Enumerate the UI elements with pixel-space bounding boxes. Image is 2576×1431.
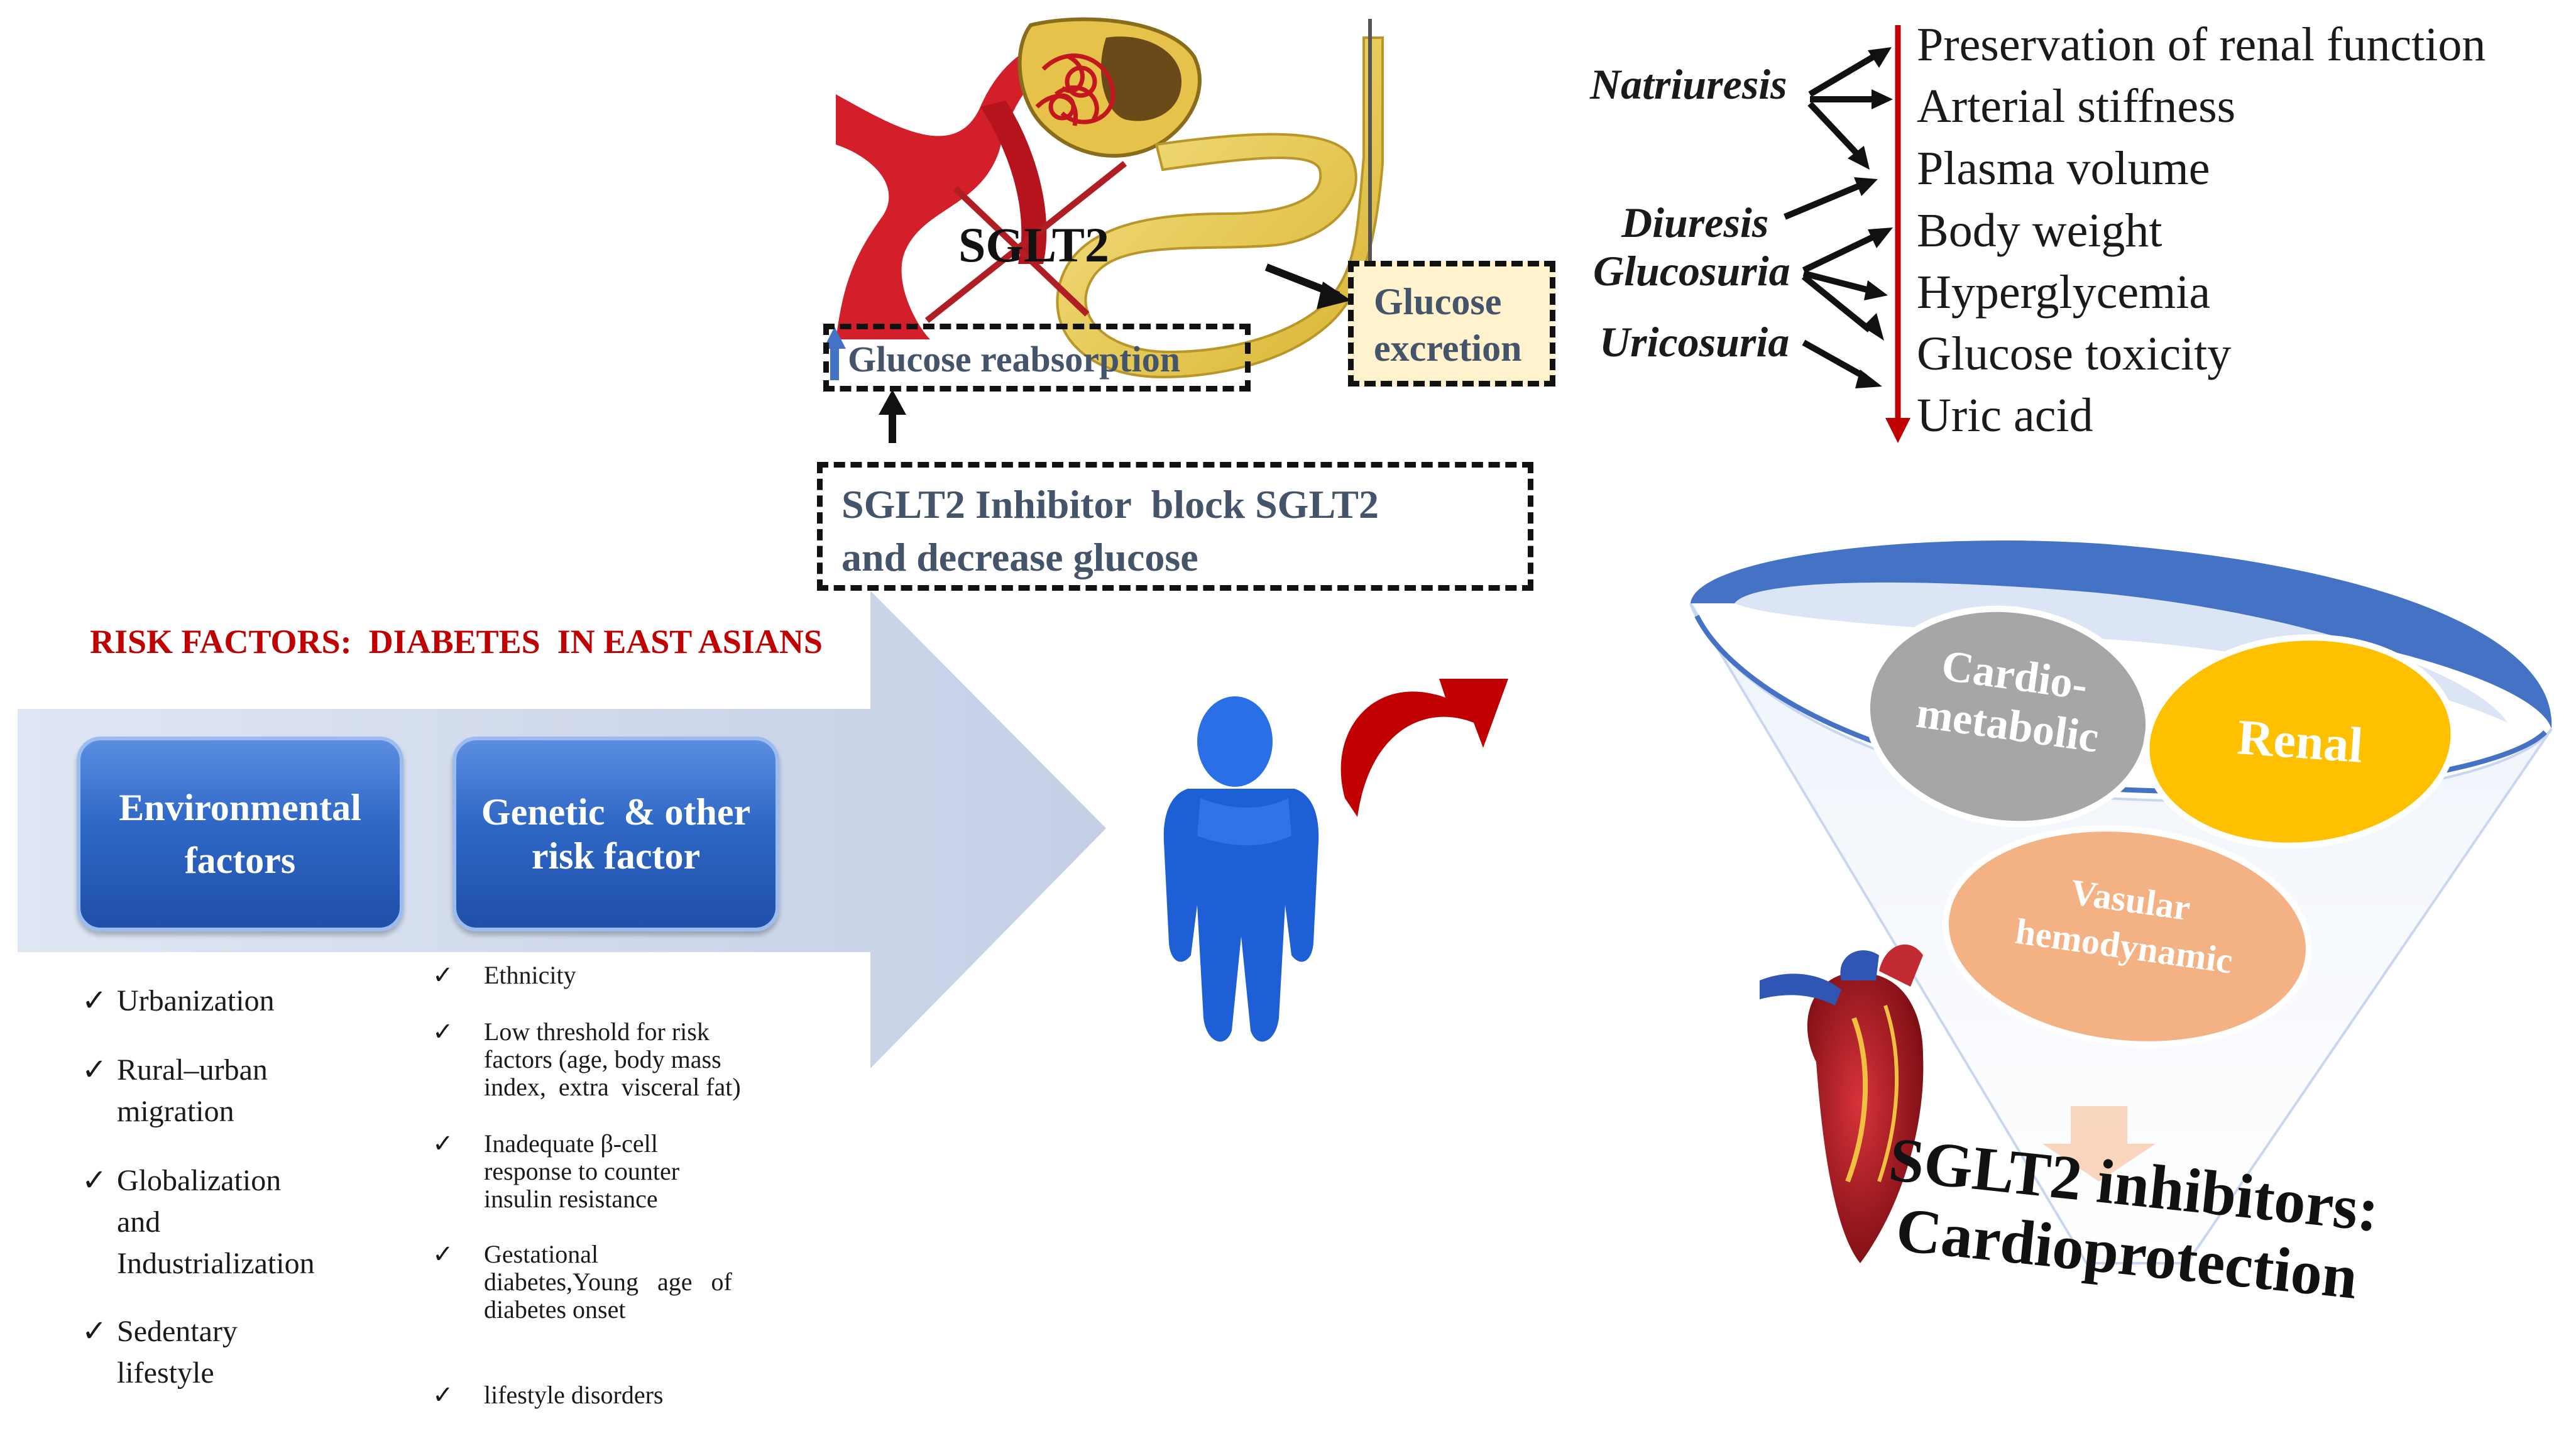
list-item: ✓ Low threshold for risk factors (age, b… — [432, 1018, 741, 1130]
genetic-line-2: risk factor — [531, 835, 701, 877]
gen-item-3-line-1: diabetes,Young age of — [484, 1268, 732, 1296]
curved-arrow-icon — [1340, 679, 1508, 817]
glucose-excretion-line-2: excretion — [1374, 327, 1522, 369]
gen-item-0-line-0: Ethnicity — [484, 961, 576, 989]
outcome-uric-acid: Uric acid — [1917, 389, 2093, 442]
env-item-3-line-1: lifestyle — [117, 1356, 214, 1390]
person-icon — [1163, 696, 1319, 1042]
env-item-1-line-1: migration — [117, 1095, 234, 1128]
check-icon: ✓ — [82, 1053, 107, 1087]
environmental-line-2: factors — [184, 840, 296, 881]
list-item: ✓ Ethnicity — [432, 962, 741, 1018]
list-item: ✓ Rural–urban migration — [82, 1050, 315, 1160]
glucose-excretion-line-1: Glucose — [1374, 281, 1502, 322]
nephron-illustration — [823, 17, 1384, 443]
env-item-0-line-0: Urbanization — [117, 984, 275, 1017]
outcome-arterial-stiffness: Arterial stiffness — [1917, 80, 2236, 133]
gen-item-3-line-0: Gestational — [484, 1240, 599, 1268]
gen-item-2-line-1: response to counter — [484, 1157, 680, 1185]
check-icon: ✓ — [82, 1164, 107, 1197]
gen-item-2-line-2: insulin resistance — [484, 1185, 658, 1213]
list-item: ✓ Inadequate β-cell response to counter … — [432, 1130, 741, 1241]
heart-icon — [1760, 944, 1924, 1263]
diuresis-label: Diuresis — [1621, 199, 1769, 246]
check-icon: ✓ — [432, 1129, 454, 1158]
risk-factors-title: RISK FACTORS: DIABETES IN EAST ASIANS — [90, 623, 823, 661]
sglt2-inhibitor-line-2: and decrease glucose — [841, 535, 1198, 579]
genetic-risk-button: Genetic & other risk factor — [452, 737, 779, 931]
down-arrow-icon — [2042, 1106, 2156, 1182]
gen-item-2-line-0: Inadequate β-cell — [484, 1129, 658, 1158]
environmental-line-1: Environmental — [119, 787, 361, 828]
check-icon: ✓ — [432, 961, 454, 989]
list-item: ✓ Sedentary lifestyle — [82, 1311, 315, 1399]
outcome-body-weight: Body weight — [1917, 204, 2162, 257]
genetic-factor-list: ✓ Ethnicity ✓ Low threshold for risk fac… — [432, 962, 741, 1419]
gen-item-1-line-2: index, extra visceral fat) — [484, 1073, 741, 1101]
check-icon: ✓ — [82, 1315, 107, 1348]
vasular-hemodynamic-ellipse — [1943, 825, 2312, 1048]
check-icon: ✓ — [432, 1381, 454, 1409]
environmental-factor-list: ✓ Urbanization ✓ Rural–urban migration ✓… — [82, 980, 315, 1399]
renal-ellipse — [2143, 634, 2457, 849]
gen-item-3-line-2: diabetes onset — [484, 1295, 626, 1324]
sglt2-inhibitor-box: SGLT2 Inhibitor block SGLT2 and decrease… — [817, 462, 1533, 591]
outcome-glucose-toxicity: Glucose toxicity — [1917, 327, 2232, 380]
genetic-line-1: Genetic & other — [481, 791, 751, 833]
natriuresis-label: Natriuresis — [1590, 60, 1787, 108]
gen-item-4-line-0: lifestyle disorders — [484, 1381, 664, 1409]
glucose-reabsorption-label: Glucose reabsorption — [848, 339, 1180, 380]
outcome-plasma-volume: Plasma volume — [1917, 142, 2210, 195]
list-item: ✓ lifestyle disorders — [432, 1381, 741, 1419]
env-item-1-line-0: Rural–urban — [117, 1053, 268, 1087]
env-item-2-line-2: Industrialization — [117, 1247, 315, 1280]
glucose-reabsorption-box: Glucose reabsorption — [823, 324, 1251, 392]
uricosuria-label: Uricosuria — [1599, 318, 1790, 366]
check-icon: ✓ — [432, 1017, 454, 1046]
gen-item-1-line-0: Low threshold for risk — [484, 1017, 710, 1046]
environmental-factors-button: Environmental factors — [77, 737, 403, 931]
gen-item-1-line-1: factors (age, body mass — [484, 1045, 721, 1073]
glucose-excretion-box: Glucose excretion — [1348, 261, 1555, 387]
outcome-renal-function: Preservation of renal function — [1917, 18, 2486, 71]
env-item-3-line-0: Sedentary — [117, 1315, 238, 1348]
list-item: ✓ Globalization and Industrialization — [82, 1160, 315, 1311]
check-icon: ✓ — [432, 1240, 454, 1268]
check-icon: ✓ — [82, 984, 107, 1017]
outcome-hyperglycemia: Hyperglycemia — [1917, 266, 2211, 319]
list-item: ✓ Gestational diabetes,Young age of diab… — [432, 1241, 741, 1381]
sglt2-inhibitor-line-1: SGLT2 Inhibitor block SGLT2 — [841, 482, 1379, 527]
glucosuria-label: Glucosuria — [1593, 247, 1790, 295]
env-item-2-line-0: Globalization — [117, 1164, 282, 1197]
effects-arrows — [1784, 25, 1910, 443]
env-item-2-line-1: and — [117, 1205, 161, 1239]
sglt2-label: SGLT2 — [958, 217, 1109, 272]
list-item: ✓ Urbanization — [82, 980, 315, 1050]
